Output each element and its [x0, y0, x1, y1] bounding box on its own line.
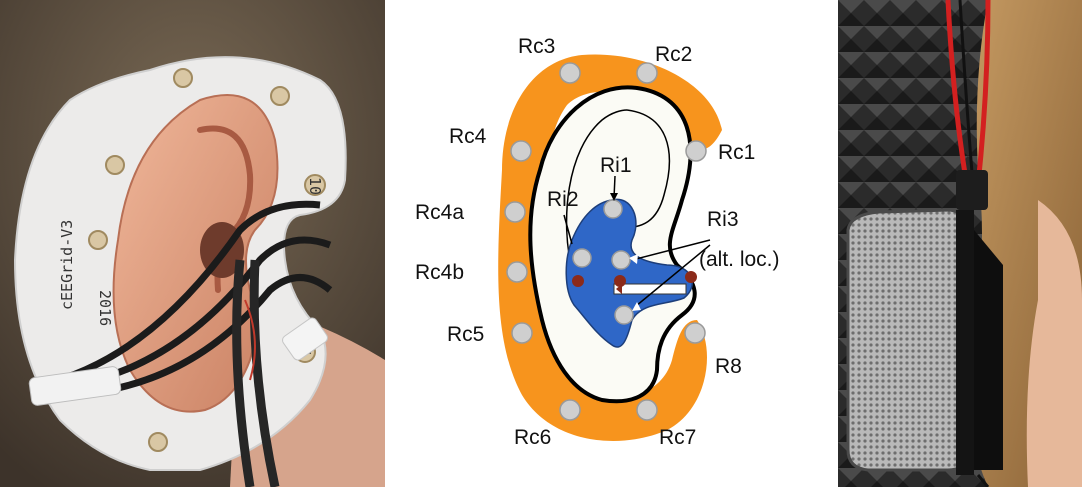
insert-marker-left	[572, 275, 584, 287]
board-pad	[106, 156, 124, 174]
right-photo-headphone	[838, 0, 1082, 487]
electrode-r8	[685, 323, 705, 343]
label-ri1: Ri1	[600, 154, 632, 177]
board-pad	[174, 69, 192, 87]
electrode-layout-diagram: Rc1 Rc2 Rc3 Rc4 Rc4a Rc4b Rc5 Rc6 Rc7 R8…	[392, 0, 832, 487]
board-year-text: 2016	[96, 290, 114, 326]
electrode-ri1	[604, 200, 622, 218]
electrode-rc3	[560, 63, 580, 83]
label-rc4a: Rc4a	[415, 201, 464, 224]
electrode-rc5	[512, 323, 532, 343]
left-photo-ceegrid: 10 1 cEEGrid-V3 2016	[0, 0, 385, 487]
speaker-side	[974, 230, 1003, 470]
label-rc7: Rc7	[659, 426, 696, 449]
board-pad	[89, 231, 107, 249]
label-alt-loc: (alt. loc.)	[699, 248, 780, 271]
board-model-text: cEEGrid-V3	[58, 220, 76, 310]
headband-clamp	[956, 170, 988, 210]
label-r8: R8	[715, 355, 742, 378]
insert-marker-right	[685, 271, 697, 283]
board-pad	[149, 433, 167, 451]
pad-number-10: 10	[306, 177, 324, 195]
label-rc6: Rc6	[514, 426, 551, 449]
label-rc2: Rc2	[655, 43, 692, 66]
label-rc4b: Rc4b	[415, 261, 464, 284]
board-pad	[271, 87, 289, 105]
electrode-rc4b	[507, 262, 527, 282]
label-rc3: Rc3	[518, 35, 555, 58]
speaker-mesh	[848, 210, 968, 470]
speaker-frame	[956, 210, 974, 475]
left-photo-svg: 10 1 cEEGrid-V3 2016	[0, 0, 385, 487]
label-rc1: Rc1	[718, 141, 755, 164]
label-ri3: Ri3	[707, 208, 739, 231]
electrode-rc2	[637, 63, 657, 83]
electrode-rc4a	[505, 202, 525, 222]
right-photo-svg	[838, 0, 1082, 487]
electrode-rc4	[511, 141, 531, 161]
label-rc4: Rc4	[449, 125, 487, 148]
insert-marker-mid	[614, 275, 626, 287]
electrode-rc7	[637, 400, 657, 420]
electrode-ri3	[612, 251, 630, 269]
electrode-ri3-alt	[615, 306, 633, 324]
label-rc5: Rc5	[447, 323, 484, 346]
insert-bar	[614, 284, 686, 294]
label-ri2: Ri2	[547, 188, 579, 211]
electrode-rc6	[560, 400, 580, 420]
diagram-svg: Rc1 Rc2 Rc3 Rc4 Rc4a Rc4b Rc5 Rc6 Rc7 R8…	[392, 0, 832, 487]
electrode-ri2	[573, 249, 591, 267]
electrode-rc1	[686, 141, 706, 161]
